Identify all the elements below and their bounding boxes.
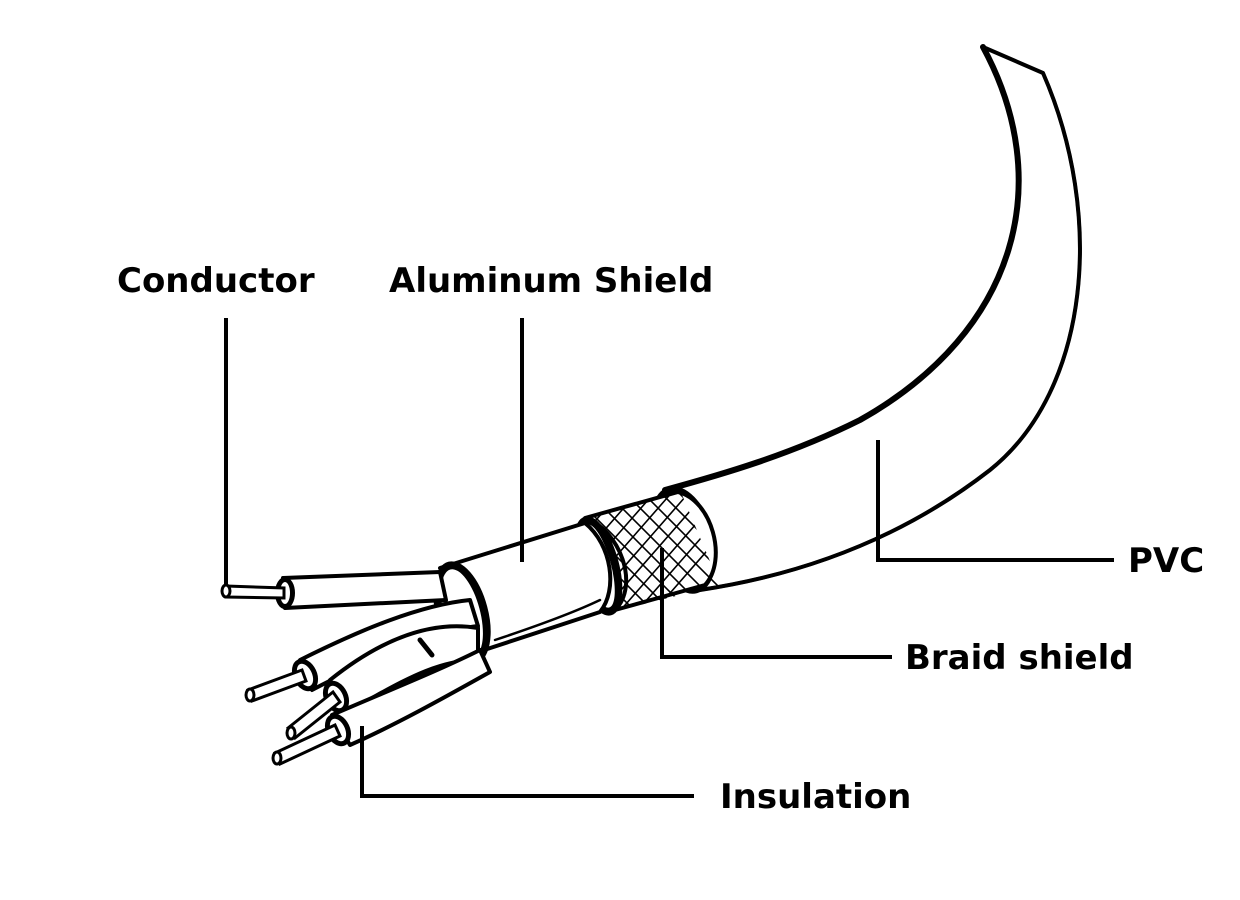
pvc-jacket-upper-edge bbox=[662, 44, 1022, 493]
leader-braid-shield bbox=[660, 548, 892, 659]
wire-a-tip bbox=[244, 687, 256, 703]
wire-a bbox=[246, 668, 308, 703]
pvc-jacket-body bbox=[663, 45, 1082, 592]
leader-insulation bbox=[360, 726, 694, 798]
label-insulation: Insulation bbox=[720, 777, 912, 817]
label-braid-shield: Braid shield bbox=[905, 638, 1134, 678]
top-conductor-insulation bbox=[281, 570, 448, 610]
aluminum-shield-fold bbox=[493, 598, 602, 642]
insulation-c bbox=[330, 648, 492, 747]
top-conductor bbox=[220, 570, 448, 610]
label-conductor: Conductor bbox=[117, 261, 315, 301]
leader-lines bbox=[224, 318, 1114, 798]
wire-b-tip bbox=[285, 725, 297, 741]
leader-pvc bbox=[876, 440, 1114, 562]
pvc-jacket-lower-edge bbox=[698, 71, 1082, 592]
top-conductor-wire-tip bbox=[220, 583, 232, 599]
wire-c bbox=[273, 723, 342, 766]
top-conductor-wire bbox=[224, 584, 286, 600]
wire-c-tip bbox=[271, 750, 283, 766]
twisted-conductors bbox=[244, 598, 492, 766]
label-pvc: PVC bbox=[1128, 541, 1205, 581]
label-aluminum-shield: Aluminum Shield bbox=[389, 261, 714, 301]
twist-detail bbox=[417, 637, 435, 658]
